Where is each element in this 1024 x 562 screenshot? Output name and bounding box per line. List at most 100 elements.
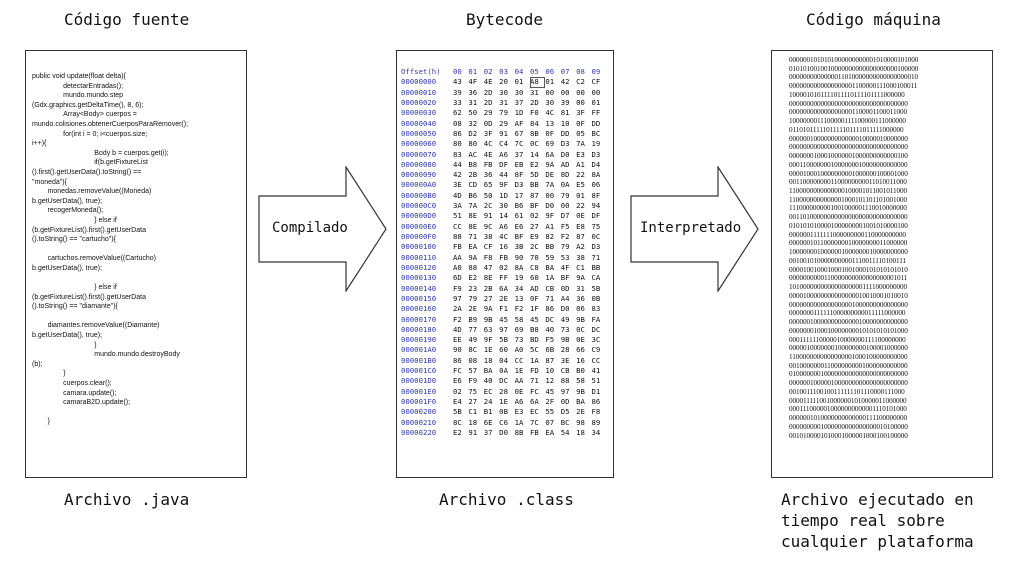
hex-offset: 000000A0	[401, 180, 437, 190]
hex-offset: 00000120	[401, 262, 437, 272]
hex-byte: B9	[468, 314, 478, 324]
hex-byte: EC	[483, 386, 493, 396]
hex-byte: A0	[514, 345, 524, 355]
hex-table: Offset(h) 00 01 02 03 04 05 06 07 08 09 …	[401, 67, 607, 438]
hex-byte: F9	[453, 283, 462, 293]
hex-byte: 7C	[514, 139, 524, 149]
hex-byte: 8D	[560, 170, 570, 180]
hex-byte: 4F	[560, 262, 570, 272]
hex-byte: 16	[499, 242, 508, 252]
hex-byte: 66	[576, 345, 585, 355]
hex-byte: 62	[453, 108, 462, 118]
hex-byte: 14	[499, 211, 508, 221]
hex-byte: DD	[591, 118, 601, 128]
bytecode-title: Bytecode	[466, 10, 544, 29]
hex-byte: 9B	[560, 335, 570, 345]
hex-byte: 02	[529, 211, 539, 221]
machine-caption-line: cualquier plataforma	[781, 532, 974, 551]
hex-byte: 41	[591, 366, 601, 376]
interpret-label: Interpretado	[640, 220, 742, 236]
hex-byte: F5	[560, 221, 570, 231]
hex-byte: 2A	[453, 304, 462, 314]
machine-code-panel: 0000001010101000000000001010000101000 01…	[771, 50, 993, 478]
hex-byte: 9B	[483, 314, 493, 324]
hex-byte: C9	[591, 345, 601, 355]
hex-byte: 4F	[468, 77, 478, 87]
hex-byte: 0B	[591, 293, 601, 303]
hex-byte: 42	[453, 170, 462, 180]
hex-byte: 9B	[576, 314, 585, 324]
compile-label: Compilado	[272, 220, 348, 236]
hex-byte: 37	[514, 97, 524, 107]
hex-offset: 00000000	[401, 77, 437, 87]
hex-byte: 3F	[576, 108, 585, 118]
hex-byte: 02	[453, 386, 462, 396]
hex-byte: 4C	[499, 232, 508, 241]
hex-byte: B1	[483, 407, 493, 417]
hex-byte: E2	[529, 159, 539, 169]
hex-offset: 000001E0	[401, 386, 437, 396]
hex-byte: 6A	[529, 397, 539, 406]
hex-byte: 8E	[468, 211, 478, 221]
hex-byte: D3	[514, 180, 524, 190]
hex-byte: F2	[453, 314, 462, 324]
hex-byte: 34	[514, 283, 524, 293]
hex-byte: 4C	[545, 108, 555, 118]
hex-byte: 19	[514, 273, 524, 283]
hex-byte: 50	[468, 108, 478, 118]
hex-byte: EA	[468, 242, 478, 252]
hex-byte: 79	[560, 190, 570, 200]
hex-byte: CF	[483, 242, 493, 252]
hex-byte: 1D	[499, 190, 508, 200]
hex-byte: 97	[453, 293, 462, 303]
hex-byte: E6	[453, 376, 462, 386]
hex-byte: 80	[453, 139, 462, 149]
hex-byte: 84	[529, 118, 539, 128]
hex-byte: A0	[453, 262, 462, 272]
hex-column-header: 01	[468, 67, 478, 76]
hex-byte: 30	[545, 97, 555, 107]
hex-byte: 1E	[514, 366, 524, 376]
hex-byte: 20	[499, 77, 508, 87]
hex-byte: 58	[576, 376, 585, 386]
hex-offset: 00000150	[401, 293, 437, 303]
hex-byte: D4	[591, 159, 601, 169]
hex-column-header: 09	[591, 67, 601, 76]
hex-offset: 00000140	[401, 283, 437, 293]
hex-byte: 00	[560, 87, 570, 97]
hex-byte: 0D	[560, 397, 570, 406]
hex-byte: D2	[468, 128, 478, 138]
hex-byte: 37	[483, 427, 493, 437]
hex-column-header: 00	[453, 67, 462, 76]
hex-byte: 32	[468, 118, 478, 128]
hex-byte: 86	[453, 128, 462, 138]
hex-byte: 28	[499, 386, 508, 396]
hex-byte: F8	[591, 407, 601, 417]
hex-byte: C6	[499, 417, 508, 427]
hex-byte: 2E	[468, 304, 478, 314]
hex-byte: 67	[514, 128, 524, 138]
hex-byte: BA	[483, 366, 493, 376]
hex-offset: 00000080	[401, 159, 437, 169]
hex-byte: 98	[576, 417, 585, 427]
hex-byte: E8	[576, 221, 585, 231]
hex-byte: 6D	[453, 273, 462, 283]
hex-byte: BA	[545, 262, 555, 272]
hex-byte: 30	[499, 201, 508, 211]
hex-byte: D0	[499, 427, 508, 437]
hex-byte: 1A	[514, 417, 524, 427]
hex-byte: FB	[499, 252, 508, 262]
hex-byte: E9	[529, 232, 539, 241]
hex-byte: 08	[453, 118, 462, 128]
hex-byte: 79	[499, 108, 508, 118]
hex-byte: 47	[483, 262, 493, 272]
hex-byte: 69	[545, 139, 555, 149]
hex-byte: 45	[545, 386, 555, 396]
